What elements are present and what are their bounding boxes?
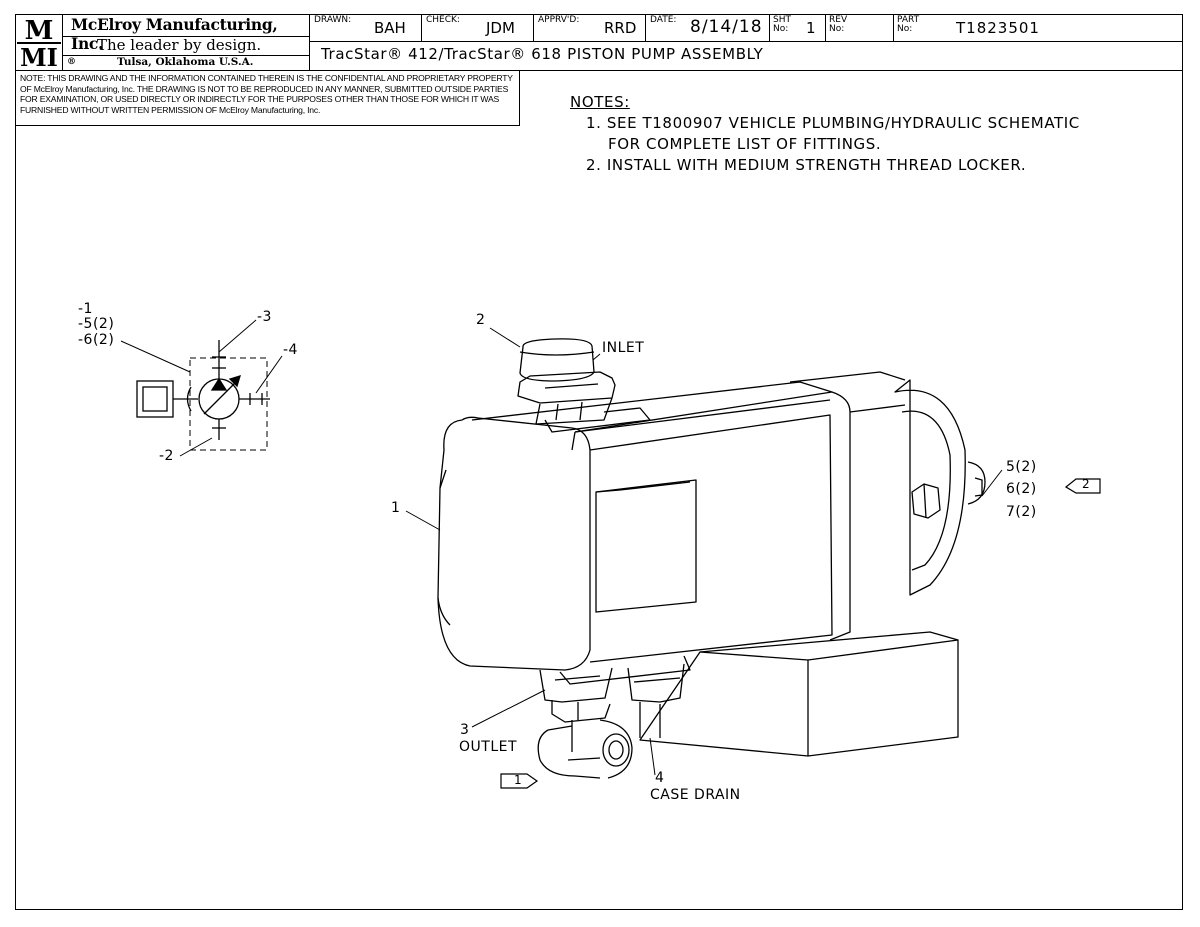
company-logo: M MI [15, 14, 63, 72]
check-cell: CHECK: JDM [422, 14, 534, 42]
part-cell: PART No: T1823501 [897, 15, 1040, 38]
case-drain-item-number: 4 [655, 770, 665, 786]
note-flag-2-text: 2 [1082, 477, 1091, 491]
outlet-item-number: 3 [460, 722, 470, 738]
company-tagline: The leader by design. [97, 36, 262, 54]
svg-text:MI: MI [20, 43, 58, 70]
title-block: M MI McElroy Manufacturing, Inc. The lea… [15, 14, 1183, 72]
confidential-note: NOTE: THIS DRAWING AND THE INFORMATION C… [15, 70, 520, 126]
date-value: 8/14/18 [690, 17, 763, 37]
note-flag-1-text: 1 [514, 773, 523, 787]
note-1: 1. SEE T1800907 VEHICLE PLUMBING/HYDRAUL… [586, 114, 1080, 132]
schematic-callout-6: -6(2) [78, 332, 115, 348]
drawn-value: BAH [374, 19, 406, 37]
inlet-label: INLET [602, 340, 645, 356]
company-name: McElroy Manufacturing, Inc. [71, 15, 278, 53]
note-1-cont: FOR COMPLETE LIST OF FITTINGS. [608, 135, 882, 153]
fastener-callout-5: 5(2) [1006, 459, 1037, 475]
drawing-border [15, 14, 1183, 910]
registered-mark: ® [67, 57, 76, 67]
rev-cell: REV No: [826, 14, 894, 42]
date-cell: DATE: 8/14/18 [646, 14, 770, 42]
schematic-callout-5: -5(2) [78, 316, 115, 332]
schematic-callout-2: -2 [159, 448, 174, 464]
notes-heading: NOTES: [570, 93, 630, 111]
mmi-logo-icon: M MI [17, 16, 61, 72]
pump-body-item-number: 1 [391, 500, 401, 516]
apprvd-cell: APPRV'D: RRD [534, 14, 646, 42]
svg-text:M: M [25, 16, 54, 46]
schematic-callout-3: -3 [257, 309, 272, 325]
check-value: JDM [486, 19, 515, 37]
part-number: T1823501 [956, 19, 1040, 37]
outlet-label: OUTLET [459, 739, 518, 755]
drawing-title: TracStar® 412/TracStar® 618 PISTON PUMP … [321, 45, 764, 63]
company-location: Tulsa, Oklahoma U.S.A. [117, 56, 254, 68]
note-2: 2. INSTALL WITH MEDIUM STRENGTH THREAD L… [586, 156, 1027, 174]
schematic-callout-1: -1 [78, 301, 93, 317]
sheet-value: 1 [806, 19, 816, 37]
apprvd-value: RRD [604, 19, 637, 37]
schematic-callout-4: -4 [283, 342, 298, 358]
sheet-cell: SHT No: 1 [770, 14, 826, 42]
drawn-cell: DRAWN: BAH [310, 14, 422, 42]
inlet-item-number: 2 [476, 312, 486, 328]
case-drain-label: CASE DRAIN [650, 787, 741, 803]
general-notes: NOTES: 1. SEE T1800907 VEHICLE PLUMBING/… [570, 92, 1080, 176]
fastener-callout-6: 6(2) [1006, 481, 1037, 497]
fastener-callout-7: 7(2) [1006, 504, 1037, 520]
company-info: McElroy Manufacturing, Inc. The leader b… [63, 14, 310, 70]
